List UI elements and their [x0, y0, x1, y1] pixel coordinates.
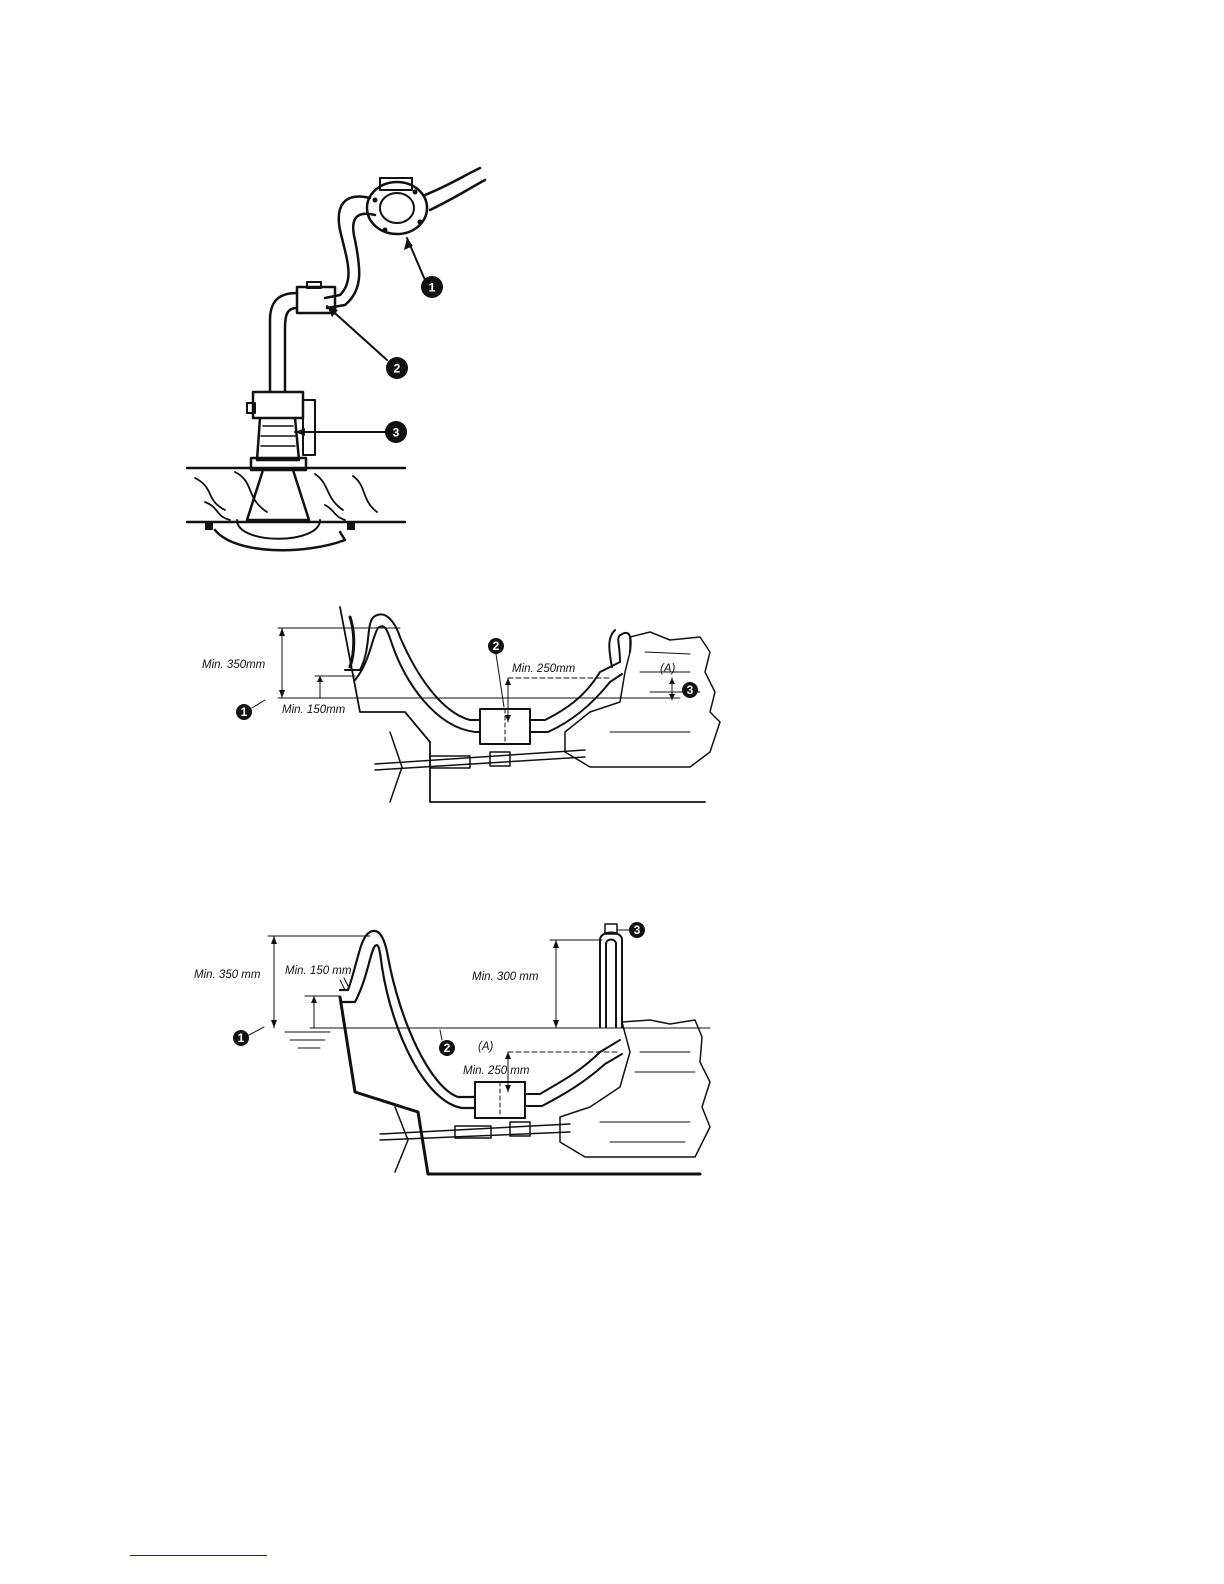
lower-hose	[270, 293, 297, 392]
waterlock-box	[475, 1082, 525, 1118]
label-min-300: Min. 300 mm	[472, 971, 539, 983]
marker-1: 1	[233, 1027, 264, 1046]
svg-text:2: 2	[493, 639, 500, 653]
svg-text:3: 3	[634, 923, 641, 937]
label-min-250: Min. 250 mm	[463, 1065, 530, 1077]
dim-350	[278, 628, 400, 698]
label-a: (A)	[660, 663, 676, 675]
marker-2: 2	[439, 1030, 455, 1056]
marker-3: 3	[682, 682, 698, 698]
hull-outline	[340, 997, 700, 1174]
dim-a	[669, 678, 675, 700]
figure-pump-installation: 1 2 3	[175, 160, 505, 565]
engine	[565, 632, 720, 767]
svg-text:3: 3	[687, 683, 694, 697]
label-min-150: Min. 150mm	[282, 704, 346, 716]
outlet-hose	[425, 168, 485, 210]
waterlock-box	[480, 709, 530, 744]
svg-text:1: 1	[241, 705, 248, 719]
dim-350	[268, 936, 370, 1028]
svg-text:2: 2	[444, 1041, 451, 1055]
marker-2: 2	[386, 357, 408, 379]
dim-300	[550, 940, 602, 1028]
label-min-350: Min. 350 mm	[194, 969, 261, 981]
footer-rule	[130, 1555, 267, 1556]
marker-3: 3	[618, 922, 645, 938]
upper-hose	[325, 197, 375, 308]
engine	[560, 1020, 710, 1157]
svg-text:3: 3	[393, 426, 400, 440]
dim-150	[315, 676, 355, 698]
marker-1: 1	[236, 700, 265, 720]
label-min-250: Min. 250mm	[512, 663, 576, 675]
marker-2: 2	[488, 638, 504, 707]
anti-siphon-riser	[600, 924, 622, 1027]
through-hull-flange	[367, 178, 427, 234]
leader-2	[327, 306, 387, 360]
svg-text:2: 2	[394, 362, 401, 376]
label-min-150: Min. 150 mm	[285, 965, 352, 977]
svg-text:1: 1	[238, 1031, 245, 1045]
exhaust-hose	[345, 614, 480, 732]
label-min-350: Min. 350mm	[202, 659, 266, 671]
exhaust-hose	[340, 931, 475, 1108]
figure-exhaust-layout-1: Min. 350mm Min. 150mm Min. 250mm (A) 1 2…	[190, 592, 750, 814]
figure-exhaust-layout-2: Min. 350 mm Min. 150 mm Min. 300 mm (A) …	[190, 912, 750, 1187]
label-a: (A)	[478, 1041, 494, 1053]
marker-1: 1	[421, 276, 443, 298]
svg-text:1: 1	[429, 281, 436, 295]
hull-outline	[340, 607, 705, 802]
marker-3: 3	[385, 421, 407, 443]
